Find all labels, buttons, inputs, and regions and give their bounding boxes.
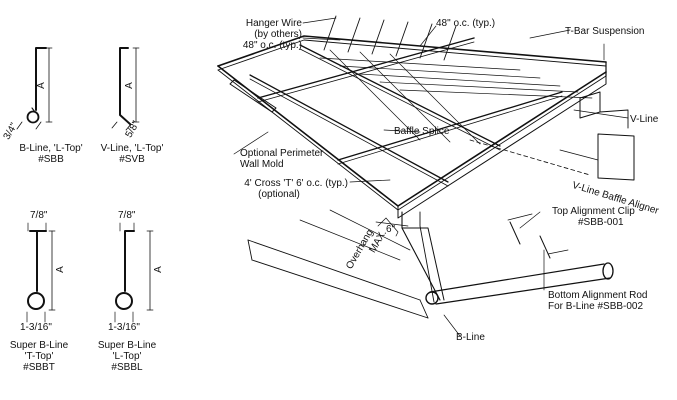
optional-mold-label-1: Optional Perimeter: [240, 148, 324, 159]
hanger-wire-label-2: (by others): [254, 29, 302, 40]
b-line-label-2: #SBB: [38, 154, 64, 165]
v-line-label-1: V-Line, 'L-Top': [100, 143, 164, 154]
super-b-t-label-2: 'T-Top': [24, 351, 54, 362]
hanger-wire-label-3: 48" o.c. (typ.): [242, 40, 302, 51]
super-b-t-label-1: Super B-Line: [9, 340, 69, 351]
v-line-baffle-aligner: [469, 91, 635, 181]
v-line-dim-a: A: [123, 82, 135, 89]
super-b-t-dim-bottom: 1-3/16": [20, 322, 52, 333]
super-b-l-label-3: #SBBL: [111, 362, 143, 373]
super-b-t-profile: [26, 222, 56, 323]
v-line-label-2: #SVB: [119, 154, 145, 165]
cross-t-label-2: (optional): [258, 189, 300, 200]
hanger-wire-label-1: Hanger Wire: [245, 18, 302, 29]
bottom-rod-label-2: For B-Line #SBB-002: [548, 301, 644, 312]
super-b-t-label-3: #SBBT: [23, 362, 55, 373]
b-line-callout: B-Line: [456, 332, 485, 343]
leader-lines: [233, 17, 629, 337]
ceiling-panels: [319, 49, 593, 145]
overhang-dim-label: 6": [386, 224, 396, 235]
b-line-label-1: B-Line, 'L-Top': [19, 143, 83, 154]
hanger-wires: [323, 15, 457, 61]
t-bar-grid: [217, 35, 607, 211]
v-line-profile: [111, 47, 140, 131]
top-clip-label-1: Top Alignment Clip: [552, 206, 635, 217]
t-bar-suspension-label: T-Bar Suspension: [565, 26, 645, 37]
super-b-l-dim-bottom: 1-3/16": [108, 322, 140, 333]
baffle-splice-label: Baffle Splice: [394, 126, 450, 137]
bottom-rod-label-1: Bottom Alignment Rod: [548, 290, 648, 301]
top-spacing-label: 48" o.c. (typ.): [436, 18, 496, 29]
optional-mold-label-2: Wall Mold: [240, 159, 284, 170]
super-b-t-dim-a: A: [54, 266, 66, 273]
super-b-t-dim-top: 7/8": [30, 210, 48, 221]
super-b-l-dim-top: 7/8": [118, 210, 136, 221]
baffle-blades: [247, 71, 607, 319]
b-line-profile: [16, 47, 53, 130]
bottom-alignment-rod: [425, 213, 614, 305]
super-b-l-label-2: 'L-Top': [112, 351, 142, 362]
top-clip-label-2: #SBB-001: [578, 217, 624, 228]
b-line-dim-a: A: [35, 82, 47, 89]
super-b-l-profile: [114, 222, 154, 323]
super-b-l-dim-a: A: [152, 266, 164, 273]
super-b-l-label-1: Super B-Line: [97, 340, 157, 351]
cross-t-label-1: 4' Cross 'T' 6' o.c. (typ.): [244, 178, 348, 189]
v-line-label: V-Line: [630, 114, 659, 125]
